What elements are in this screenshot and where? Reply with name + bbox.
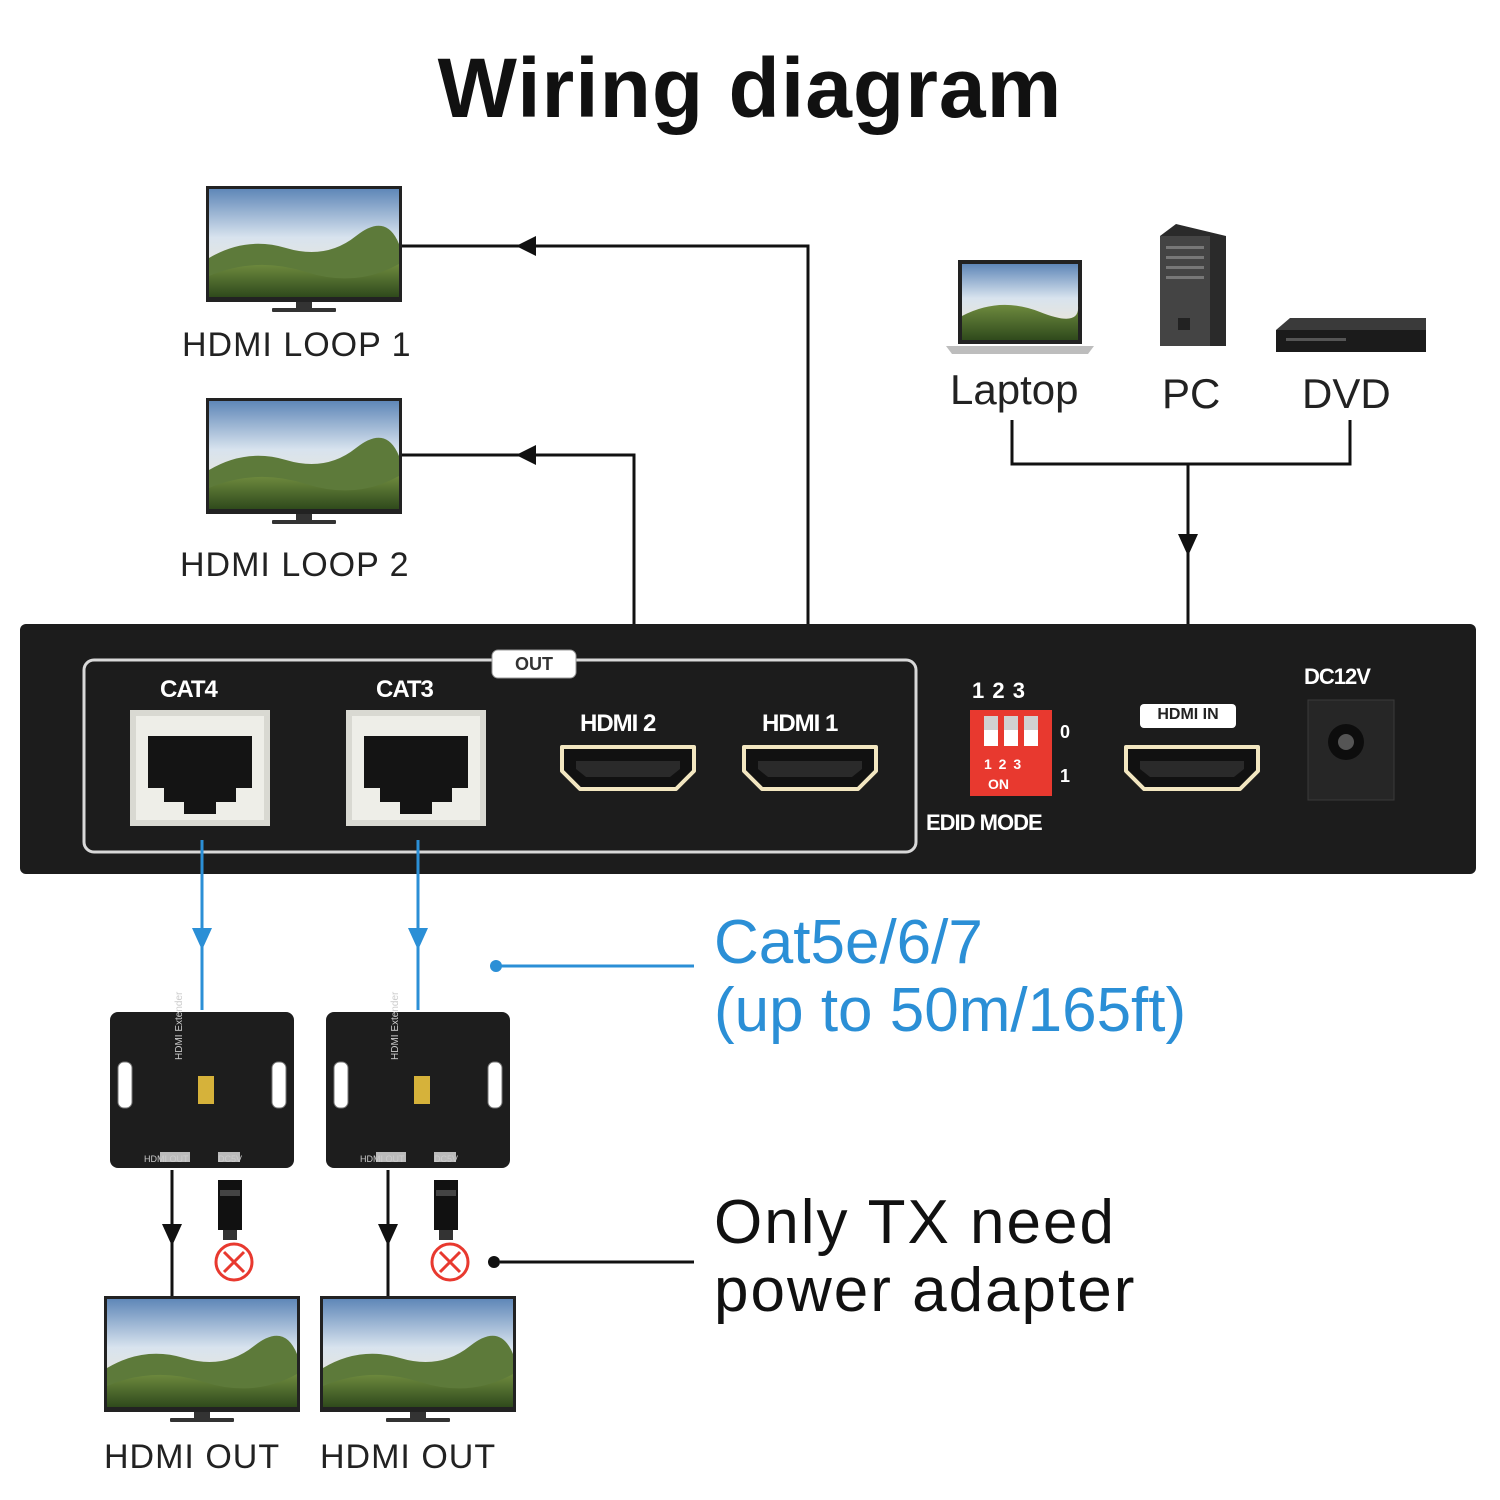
dip-on-label: ON [988,776,1009,792]
edid-mode-label: EDID MODE [926,810,1043,835]
receiver-a-model: HDMI Extender [174,991,185,1060]
cat-arrows [192,928,502,972]
cat3-port[interactable] [346,710,486,826]
receiver-a-hdmi-out: HDMI OUT [144,1154,189,1164]
dc-plug-b-icon [434,1180,458,1240]
receiver-b [325,1011,511,1169]
out-b-label: HDMI OUT [320,1438,497,1476]
wire-arrows [162,236,1198,1268]
receiver-b-model: HDMI Extender [390,991,401,1060]
laptop-label: Laptop [950,366,1079,413]
splitter-device [20,624,1476,874]
dip-numbers: 1 2 3 [972,678,1025,703]
dip-switch-numbers: 1 2 3 [984,756,1022,772]
cable-note-line1: Cat5e/6/7 [714,908,983,977]
hdmi2-label: HDMI 2 [580,710,656,737]
hdmi1-label: HDMI 1 [762,710,838,737]
receiver-b-hdmi-out: HDMI OUT [360,1154,405,1164]
hdmi-in-label: HDMI IN [1157,706,1219,723]
diagram-title: Wiring diagram [437,41,1063,135]
pc-tower-icon [1160,224,1226,346]
monitor-out-a-icon [104,1296,300,1422]
receiver-b-dc: DC5V [434,1154,459,1164]
dip-zero-label: 0 [1060,722,1070,742]
dvd-label: DVD [1302,370,1391,417]
monitor-loop1-icon [206,186,402,312]
power-note-line1: Only TX need [714,1188,1116,1257]
power-note-line2: power adapter [714,1256,1137,1325]
dip-one-label: 1 [1060,766,1070,786]
monitor-loop2-icon [206,398,402,524]
cat4-port[interactable] [130,710,270,826]
laptop-icon [946,260,1094,354]
out-a-label: HDMI OUT [104,1438,281,1476]
hdmi1-port[interactable] [742,745,878,791]
dc-plug-a-icon [218,1180,242,1240]
receiver-a-dc: DC5V [218,1154,243,1164]
cat-cables [200,840,694,1010]
cable-note-line2: (up to 50m/165ft) [714,976,1187,1045]
dc12v-label: DC12V [1304,664,1371,689]
loop1-label: HDMI LOOP 1 [182,326,412,364]
hdmi2-port[interactable] [560,745,696,791]
cat4-label: CAT4 [160,676,218,703]
out-tag: OUT [515,654,553,674]
no-power-a-icon [214,1242,254,1282]
no-power-b-icon [430,1242,470,1282]
monitor-out-b-icon [320,1296,516,1422]
dvd-player-icon [1276,318,1426,352]
cat3-label: CAT3 [376,676,434,703]
hdmi-in-port[interactable] [1124,745,1260,791]
receiver-a [109,1011,295,1169]
loop2-label: HDMI LOOP 2 [180,546,410,584]
pc-label: PC [1162,370,1221,417]
